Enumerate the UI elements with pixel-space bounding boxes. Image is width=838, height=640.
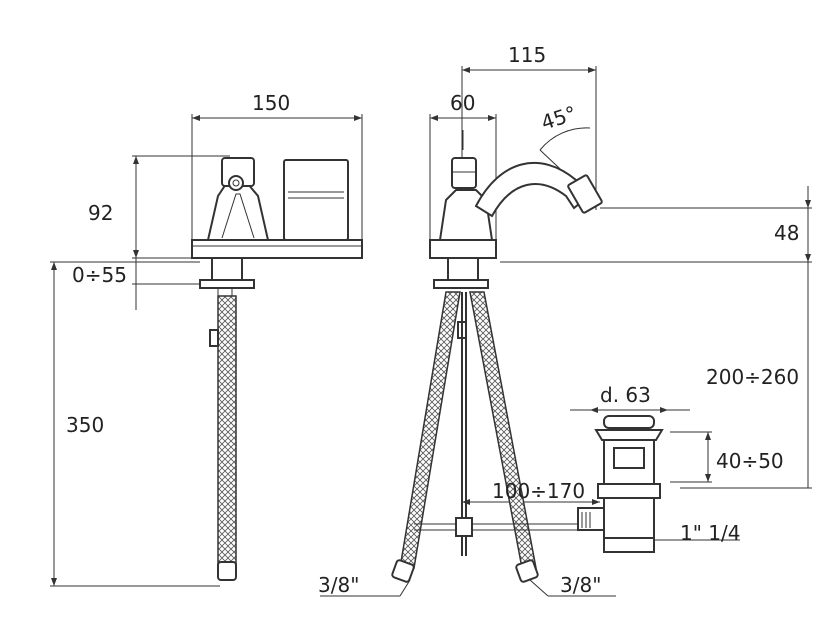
dim-label-thread-1-1-4: 1" 1/4: [680, 521, 740, 545]
dim-label-d-63: d. 63: [600, 383, 651, 407]
dim-label-40-50: 40÷50: [716, 449, 784, 473]
front-view: [50, 114, 363, 587]
dim-label-350: 350: [66, 413, 104, 437]
dim-label-200-260: 200÷260: [706, 365, 799, 389]
dim-label-48: 48: [774, 221, 799, 245]
dim-label-0-55: 0÷55: [72, 263, 127, 287]
side-view: [320, 66, 812, 597]
dim-label-thread-3-8-right: 3/8": [560, 573, 601, 597]
dim-label-150: 150: [252, 91, 290, 115]
dim-label-100-170: 100÷170: [492, 479, 585, 503]
dim-label-115: 115: [508, 43, 546, 67]
dim-label-thread-3-8-left: 3/8": [318, 573, 359, 597]
dim-label-92: 92: [88, 201, 113, 225]
dim-label-60: 60: [450, 91, 475, 115]
